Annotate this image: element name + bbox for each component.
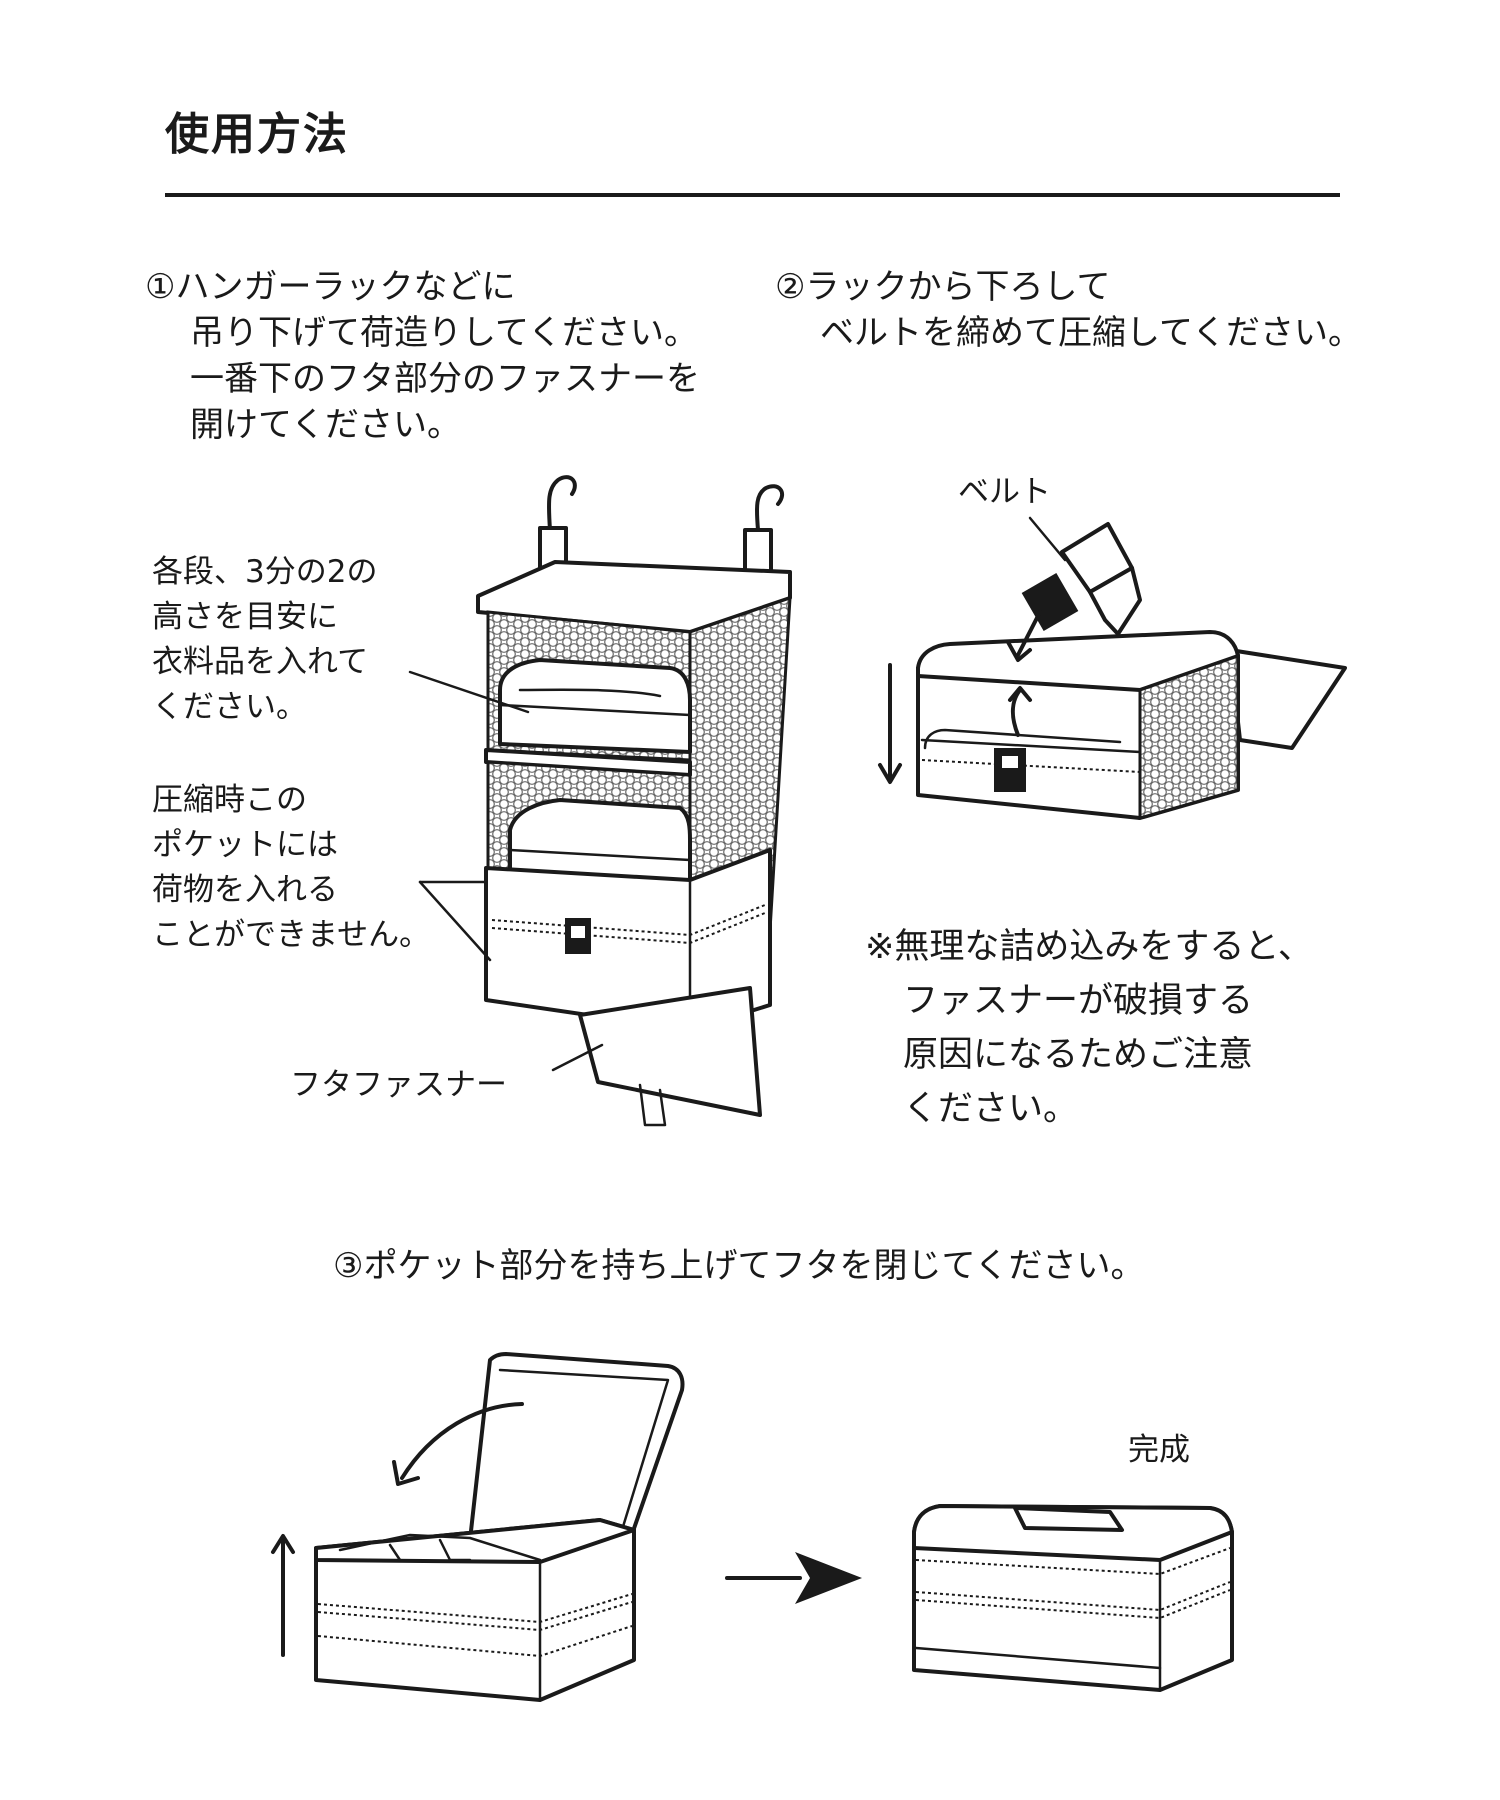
belt-label: ベルト [958,474,1051,510]
page-title: 使用方法 [165,109,349,160]
lid-zipper-label: フタファスナー [290,1067,507,1103]
step-3-line: ポケット部分を持ち上げてフタを閉じてください。 [363,1246,1145,1286]
caution-note: ※無理な詰め込みをすると、 ファスナーが破損する 原因になるためご注意 ください… [865,927,1313,1129]
step-1-line-4: 開けてください。 [190,405,461,445]
shelf-height-label: 各段、3分の2の 高さを目安に 衣料品を入れて ください。 [152,554,378,725]
hook-left-icon [547,475,577,532]
step-3-text: ③ポケット部分を持ち上げてフタを閉じてください。 [333,1243,1144,1289]
lower-buckle-icon [994,748,1026,792]
step-1-number: ① [145,267,176,307]
step-1-text: ①ハンガーラックなどに 吊り下げて荷造りしてください。 一番下のフタ部分のファス… [145,264,700,448]
close-lid-illustration [271,1352,685,1702]
step-1-line-1: ハンガーラックなどに [175,267,516,307]
belt-buckle-icon [1021,572,1079,632]
step-3-number: ③ [333,1246,364,1286]
step-2-text: ②ラックから下ろして ベルトを締めて圧縮してください。 [775,264,1362,356]
step-2-number: ② [775,267,806,307]
step-2-line-1: ラックから下ろして [805,267,1111,307]
next-arrow-icon [725,1552,862,1604]
complete-label: 完成 [1128,1432,1190,1468]
title-divider [165,193,1340,197]
step-1-line-2: 吊り下げて荷造りしてください。 [190,313,698,353]
pocket-warning-label: 圧縮時この ポケットには 荷物を入れる ことができません。 [152,782,431,953]
compress-illustration [878,516,1347,820]
step-2-line-2: ベルトを締めて圧縮してください。 [820,313,1362,353]
hook-right-icon [755,484,785,532]
hanging-organizer-illustration [408,475,792,1127]
completed-box-illustration [912,1504,1234,1692]
step-1-line-3: 一番下のフタ部分のファスナーを [190,359,700,399]
